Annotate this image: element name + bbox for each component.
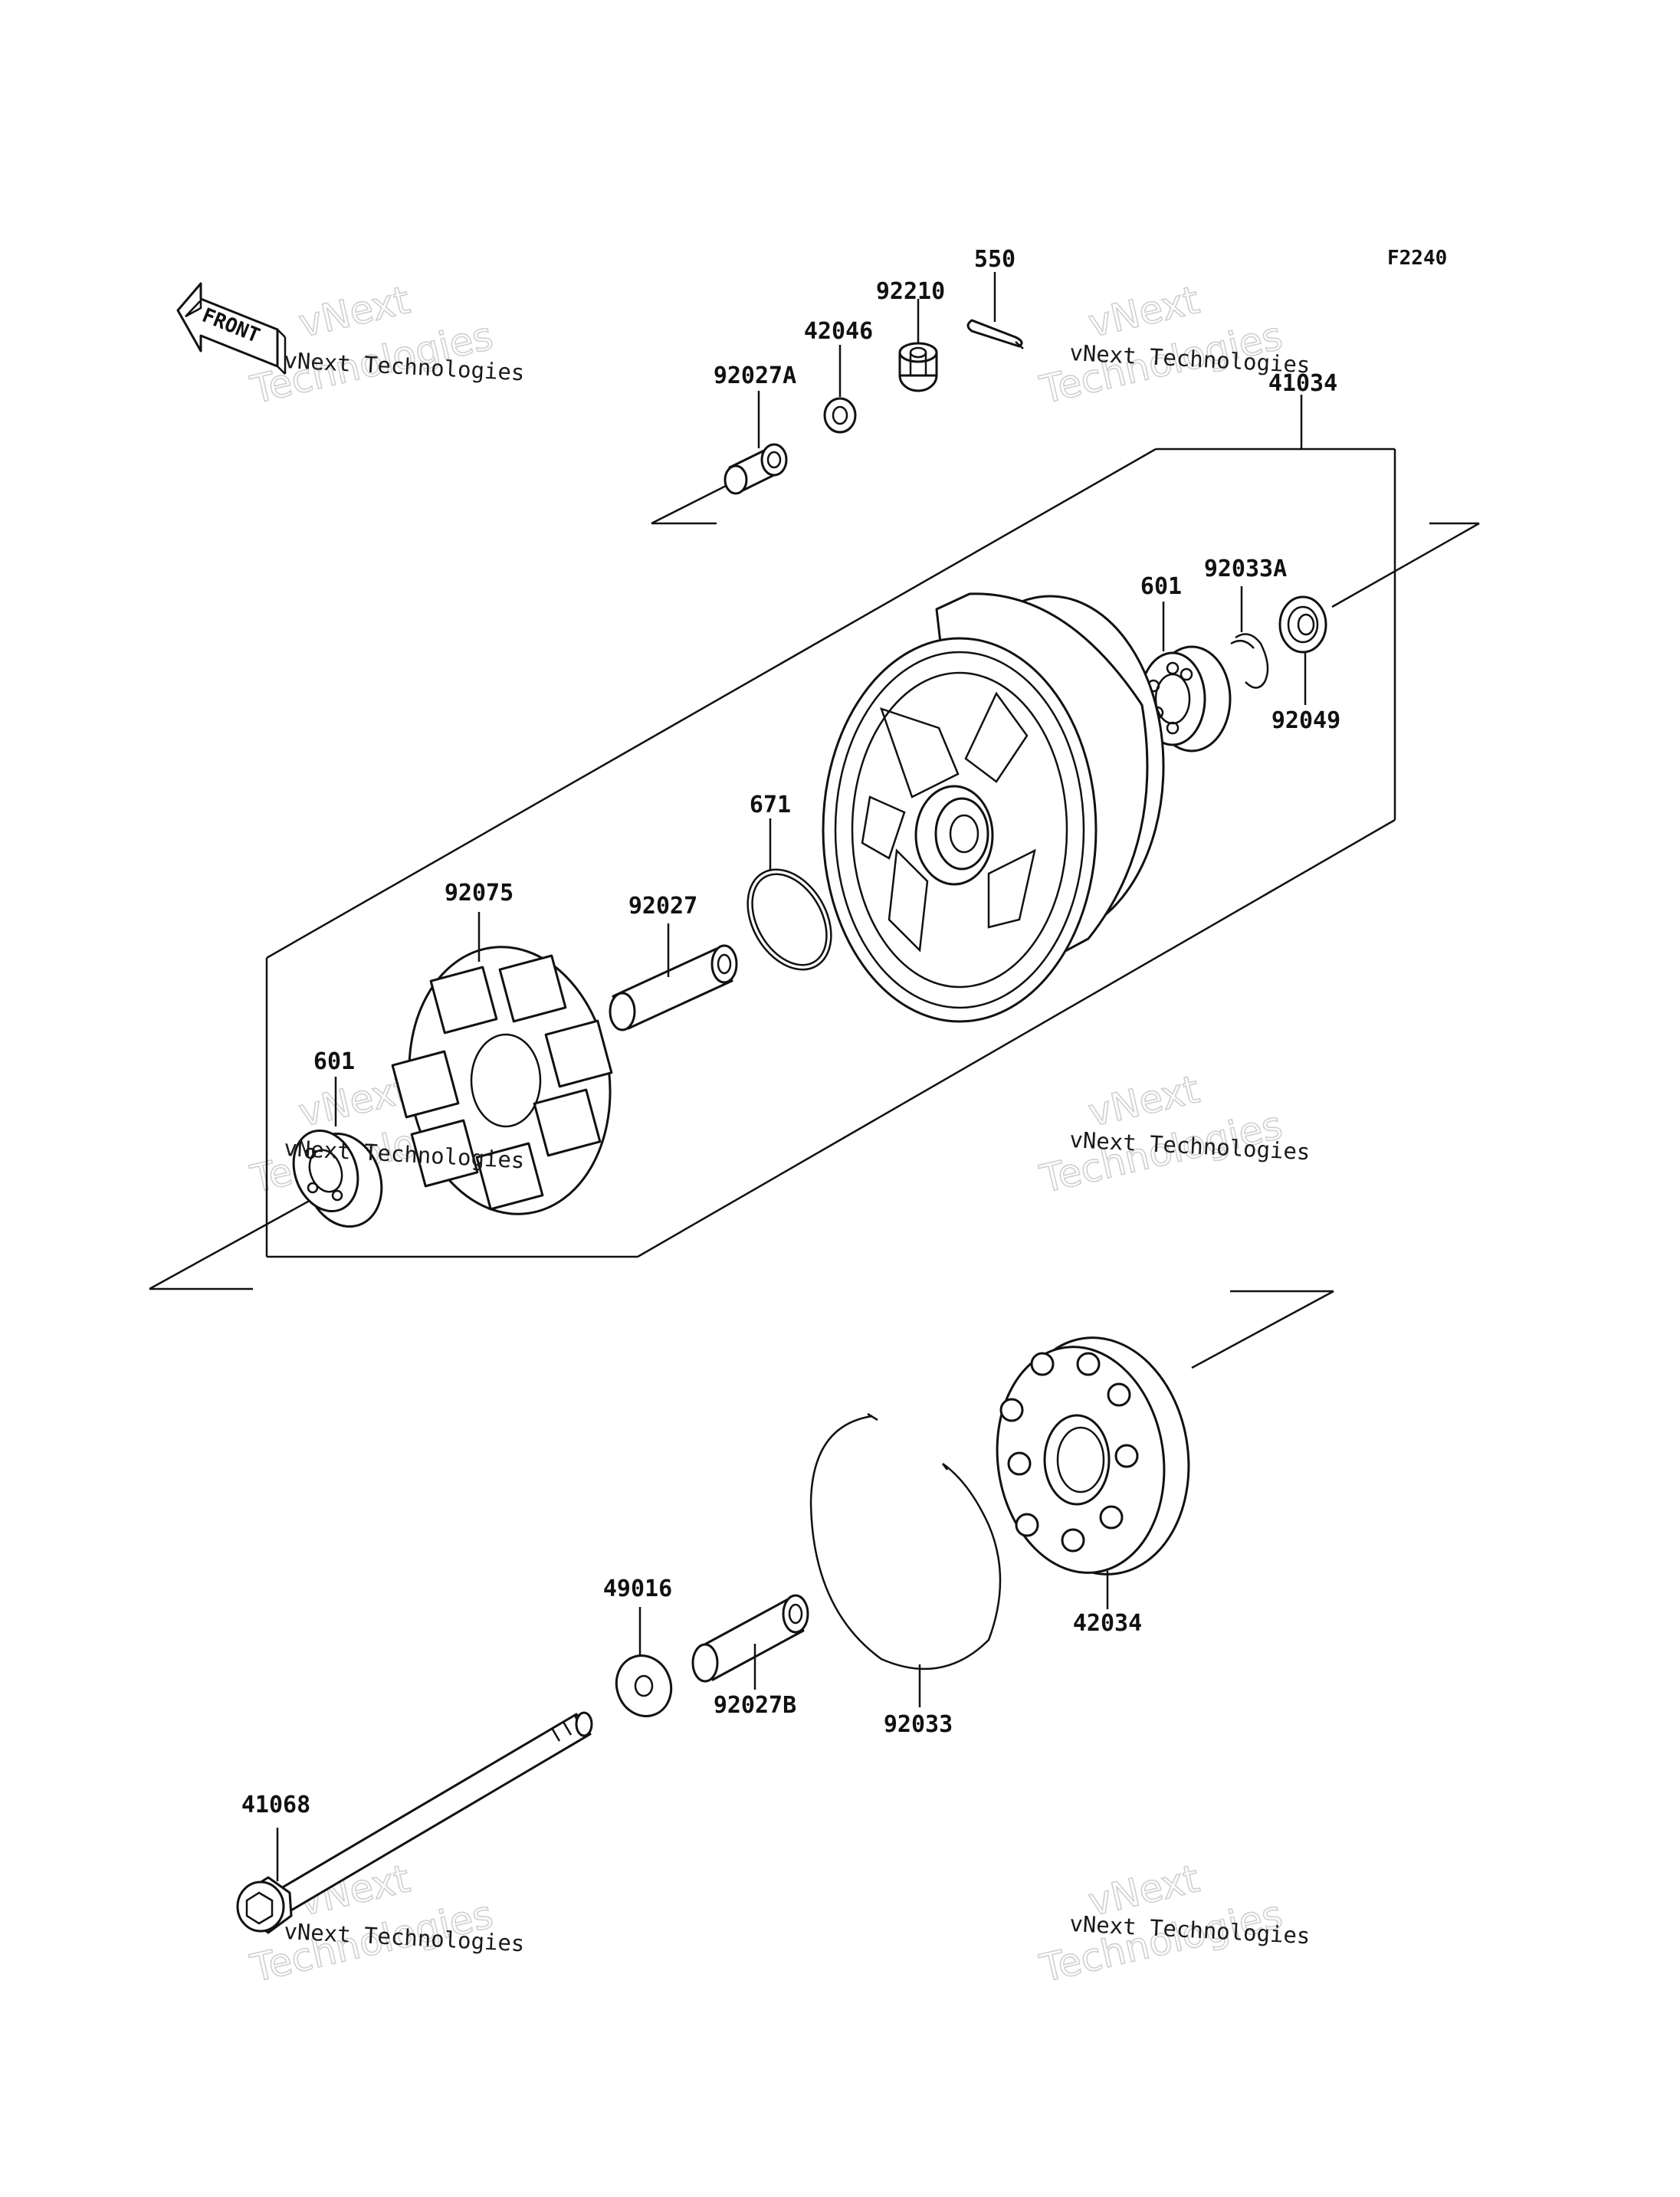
part-label-92075: 92075 xyxy=(445,880,514,907)
part-92210-nut: 92210 xyxy=(876,278,945,392)
part-label-601-left: 601 xyxy=(313,1048,355,1075)
part-label-49016: 49016 xyxy=(603,1576,672,1602)
part-92033A-circlip: 92033A xyxy=(1204,556,1287,689)
part-41068-axle: 41068 xyxy=(236,1711,593,1934)
part-label-92210: 92210 xyxy=(876,278,945,305)
part-label-671: 671 xyxy=(750,792,791,818)
part-label-41034: 41034 xyxy=(1268,370,1337,397)
part-601-bearing-left: 601 xyxy=(292,1048,383,1228)
part-42046-washer: 42046 xyxy=(804,318,873,434)
part-label-92027: 92027 xyxy=(628,893,697,920)
part-label-92027A: 92027A xyxy=(714,362,796,389)
part-92027A-collar: 92027A xyxy=(714,362,796,495)
part-92049-seal: 92049 xyxy=(1271,595,1340,734)
part-label-601-right: 601 xyxy=(1140,573,1182,600)
part-label-42034: 42034 xyxy=(1073,1610,1142,1637)
part-550-cotter-pin: 550 xyxy=(966,246,1024,349)
part-label-92033: 92033 xyxy=(884,1711,953,1738)
part-92075-damper: 92075 xyxy=(391,880,613,1215)
part-601-bearing-right: 601 xyxy=(1139,573,1232,753)
part-wheel-rim xyxy=(822,592,1165,1023)
part-label-550: 550 xyxy=(974,246,1016,273)
part-671-o-ring: 671 xyxy=(746,792,832,971)
diagram-code: F2240 xyxy=(1387,247,1447,270)
part-label-42046: 42046 xyxy=(804,318,873,345)
part-92033-circlip: 92033 xyxy=(809,1412,1002,1738)
part-label-92027B: 92027B xyxy=(714,1692,796,1719)
part-42034-coupling: 42034 xyxy=(996,1336,1190,1637)
front-arrow-icon: FRONT xyxy=(176,282,287,375)
part-92027B-collar: 92027B xyxy=(691,1594,809,1719)
part-label-41068: 41068 xyxy=(241,1792,310,1818)
part-49016-washer: 49016 xyxy=(603,1576,672,1717)
part-label-92049: 92049 xyxy=(1271,707,1340,734)
watermark-outline-group: vNext Technologies vNext Technologies vN… xyxy=(246,277,1288,1992)
part-92027-collar: 92027 xyxy=(609,893,738,1031)
part-label-92033A: 92033A xyxy=(1204,556,1287,582)
assembly-frame xyxy=(149,448,1480,1369)
